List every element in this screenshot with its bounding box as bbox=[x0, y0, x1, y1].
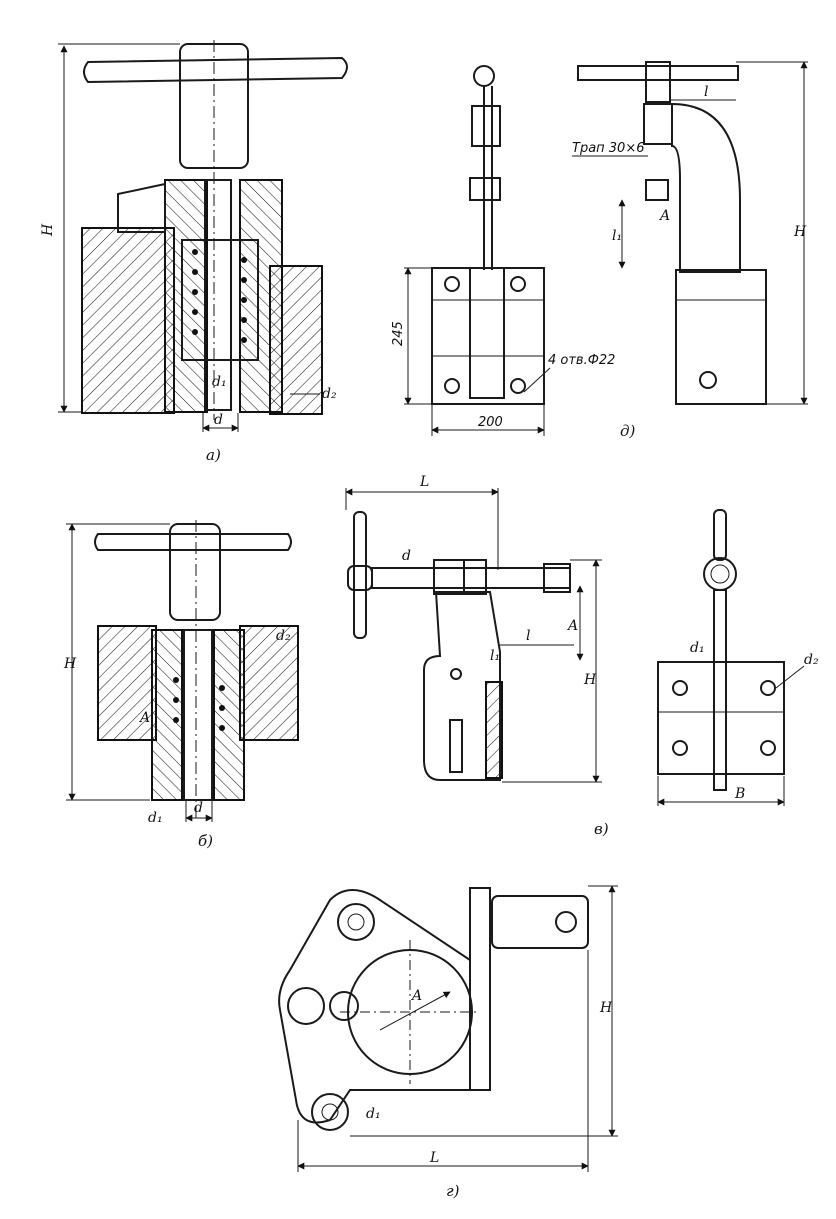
label-v-L: L bbox=[419, 474, 429, 490]
nut-lower bbox=[469, 177, 501, 201]
caption-g: г) bbox=[446, 1182, 460, 1200]
base-side bbox=[675, 269, 767, 405]
label-d-245: 245 bbox=[391, 321, 406, 346]
label-v-d2: d₂ bbox=[804, 652, 819, 668]
nut-upper bbox=[471, 105, 501, 147]
caption-v: в) bbox=[594, 820, 609, 838]
view-v-front: L d l l₁ A H в) bbox=[345, 474, 609, 838]
label-d-H: H bbox=[793, 224, 807, 240]
label-a-d2: d₂ bbox=[322, 386, 337, 402]
base-plate-left bbox=[81, 227, 175, 414]
clamp-bracket bbox=[469, 267, 505, 399]
label-d-holes: 4 отв.Ф22 bbox=[548, 353, 615, 368]
label-v-H: H bbox=[583, 672, 597, 688]
base-v-side bbox=[657, 661, 785, 775]
label-b-d2: d₂ bbox=[276, 628, 291, 644]
t-handle-v bbox=[353, 511, 367, 639]
label-v-d1: d₁ bbox=[690, 640, 705, 656]
label-g-d1: d₁ bbox=[366, 1106, 381, 1122]
pivot-bottom bbox=[311, 1093, 349, 1131]
label-a-H: H bbox=[40, 223, 56, 237]
clamp-cylinder bbox=[491, 895, 589, 949]
spring bbox=[192, 249, 247, 343]
jaw-v bbox=[485, 681, 503, 779]
body-left-b bbox=[97, 625, 157, 741]
label-d-l: l bbox=[704, 84, 708, 100]
label-v-d: d bbox=[402, 548, 411, 564]
base-plate bbox=[431, 267, 545, 405]
caption-d: д) bbox=[620, 422, 636, 440]
lever-plate bbox=[278, 889, 471, 1124]
label-v-B: B bbox=[734, 786, 745, 802]
caption-b: б) bbox=[198, 832, 213, 850]
pivot-mid bbox=[287, 987, 325, 1025]
label-a-d: d bbox=[214, 412, 223, 428]
label-g-A: A bbox=[410, 988, 422, 1004]
view-b: H A d₂ d d₁ б) bbox=[63, 520, 299, 850]
pivot-top bbox=[337, 903, 375, 941]
clamp-jaw bbox=[117, 182, 166, 233]
handle-bar-b bbox=[94, 533, 292, 551]
label-b-d: d bbox=[194, 800, 203, 816]
housing-b-right bbox=[213, 629, 245, 801]
housing-b-left bbox=[151, 629, 183, 801]
label-a-d1: d₁ bbox=[212, 374, 227, 390]
view-d-side: Трап 30×6 l l₁ A H д) bbox=[572, 61, 808, 440]
label-d-thread: Трап 30×6 bbox=[572, 141, 645, 156]
caption-a: а) bbox=[206, 446, 221, 464]
screw-v bbox=[371, 567, 571, 589]
clamp-column bbox=[469, 887, 491, 1091]
label-d-200: 200 bbox=[478, 415, 503, 430]
label-b-A: A bbox=[138, 710, 150, 726]
label-b-d1: d₁ bbox=[148, 810, 163, 826]
view-g: A d₁ H L г) bbox=[278, 885, 618, 1200]
label-g-L: L bbox=[429, 1150, 439, 1166]
plunger bbox=[204, 179, 232, 411]
label-d-l1: l₁ bbox=[612, 228, 622, 244]
label-v-A: A bbox=[566, 618, 578, 634]
label-g-H: H bbox=[599, 1000, 613, 1016]
label-v-l: l bbox=[526, 628, 530, 644]
pivot-mid-2 bbox=[329, 991, 359, 1021]
spring-cavity bbox=[181, 239, 259, 361]
view-v-side: d₁ d₂ B bbox=[657, 509, 819, 806]
label-v-l1: l₁ bbox=[490, 648, 500, 664]
view-a: H d d₁ d₂ а) bbox=[40, 40, 348, 464]
label-b-H: H bbox=[63, 656, 77, 672]
handle-bar bbox=[83, 56, 348, 84]
screw-head bbox=[473, 65, 495, 87]
view-d-front: 245 200 4 отв.Ф22 bbox=[391, 65, 615, 436]
label-d-A: A bbox=[658, 208, 670, 224]
body-right-b bbox=[239, 625, 299, 741]
eye-ring bbox=[703, 557, 737, 591]
arm-v bbox=[423, 591, 501, 781]
handle-bar-side bbox=[577, 65, 739, 81]
housing-left bbox=[164, 179, 208, 413]
housing-right bbox=[239, 179, 283, 413]
arm-goose-neck bbox=[671, 102, 741, 273]
